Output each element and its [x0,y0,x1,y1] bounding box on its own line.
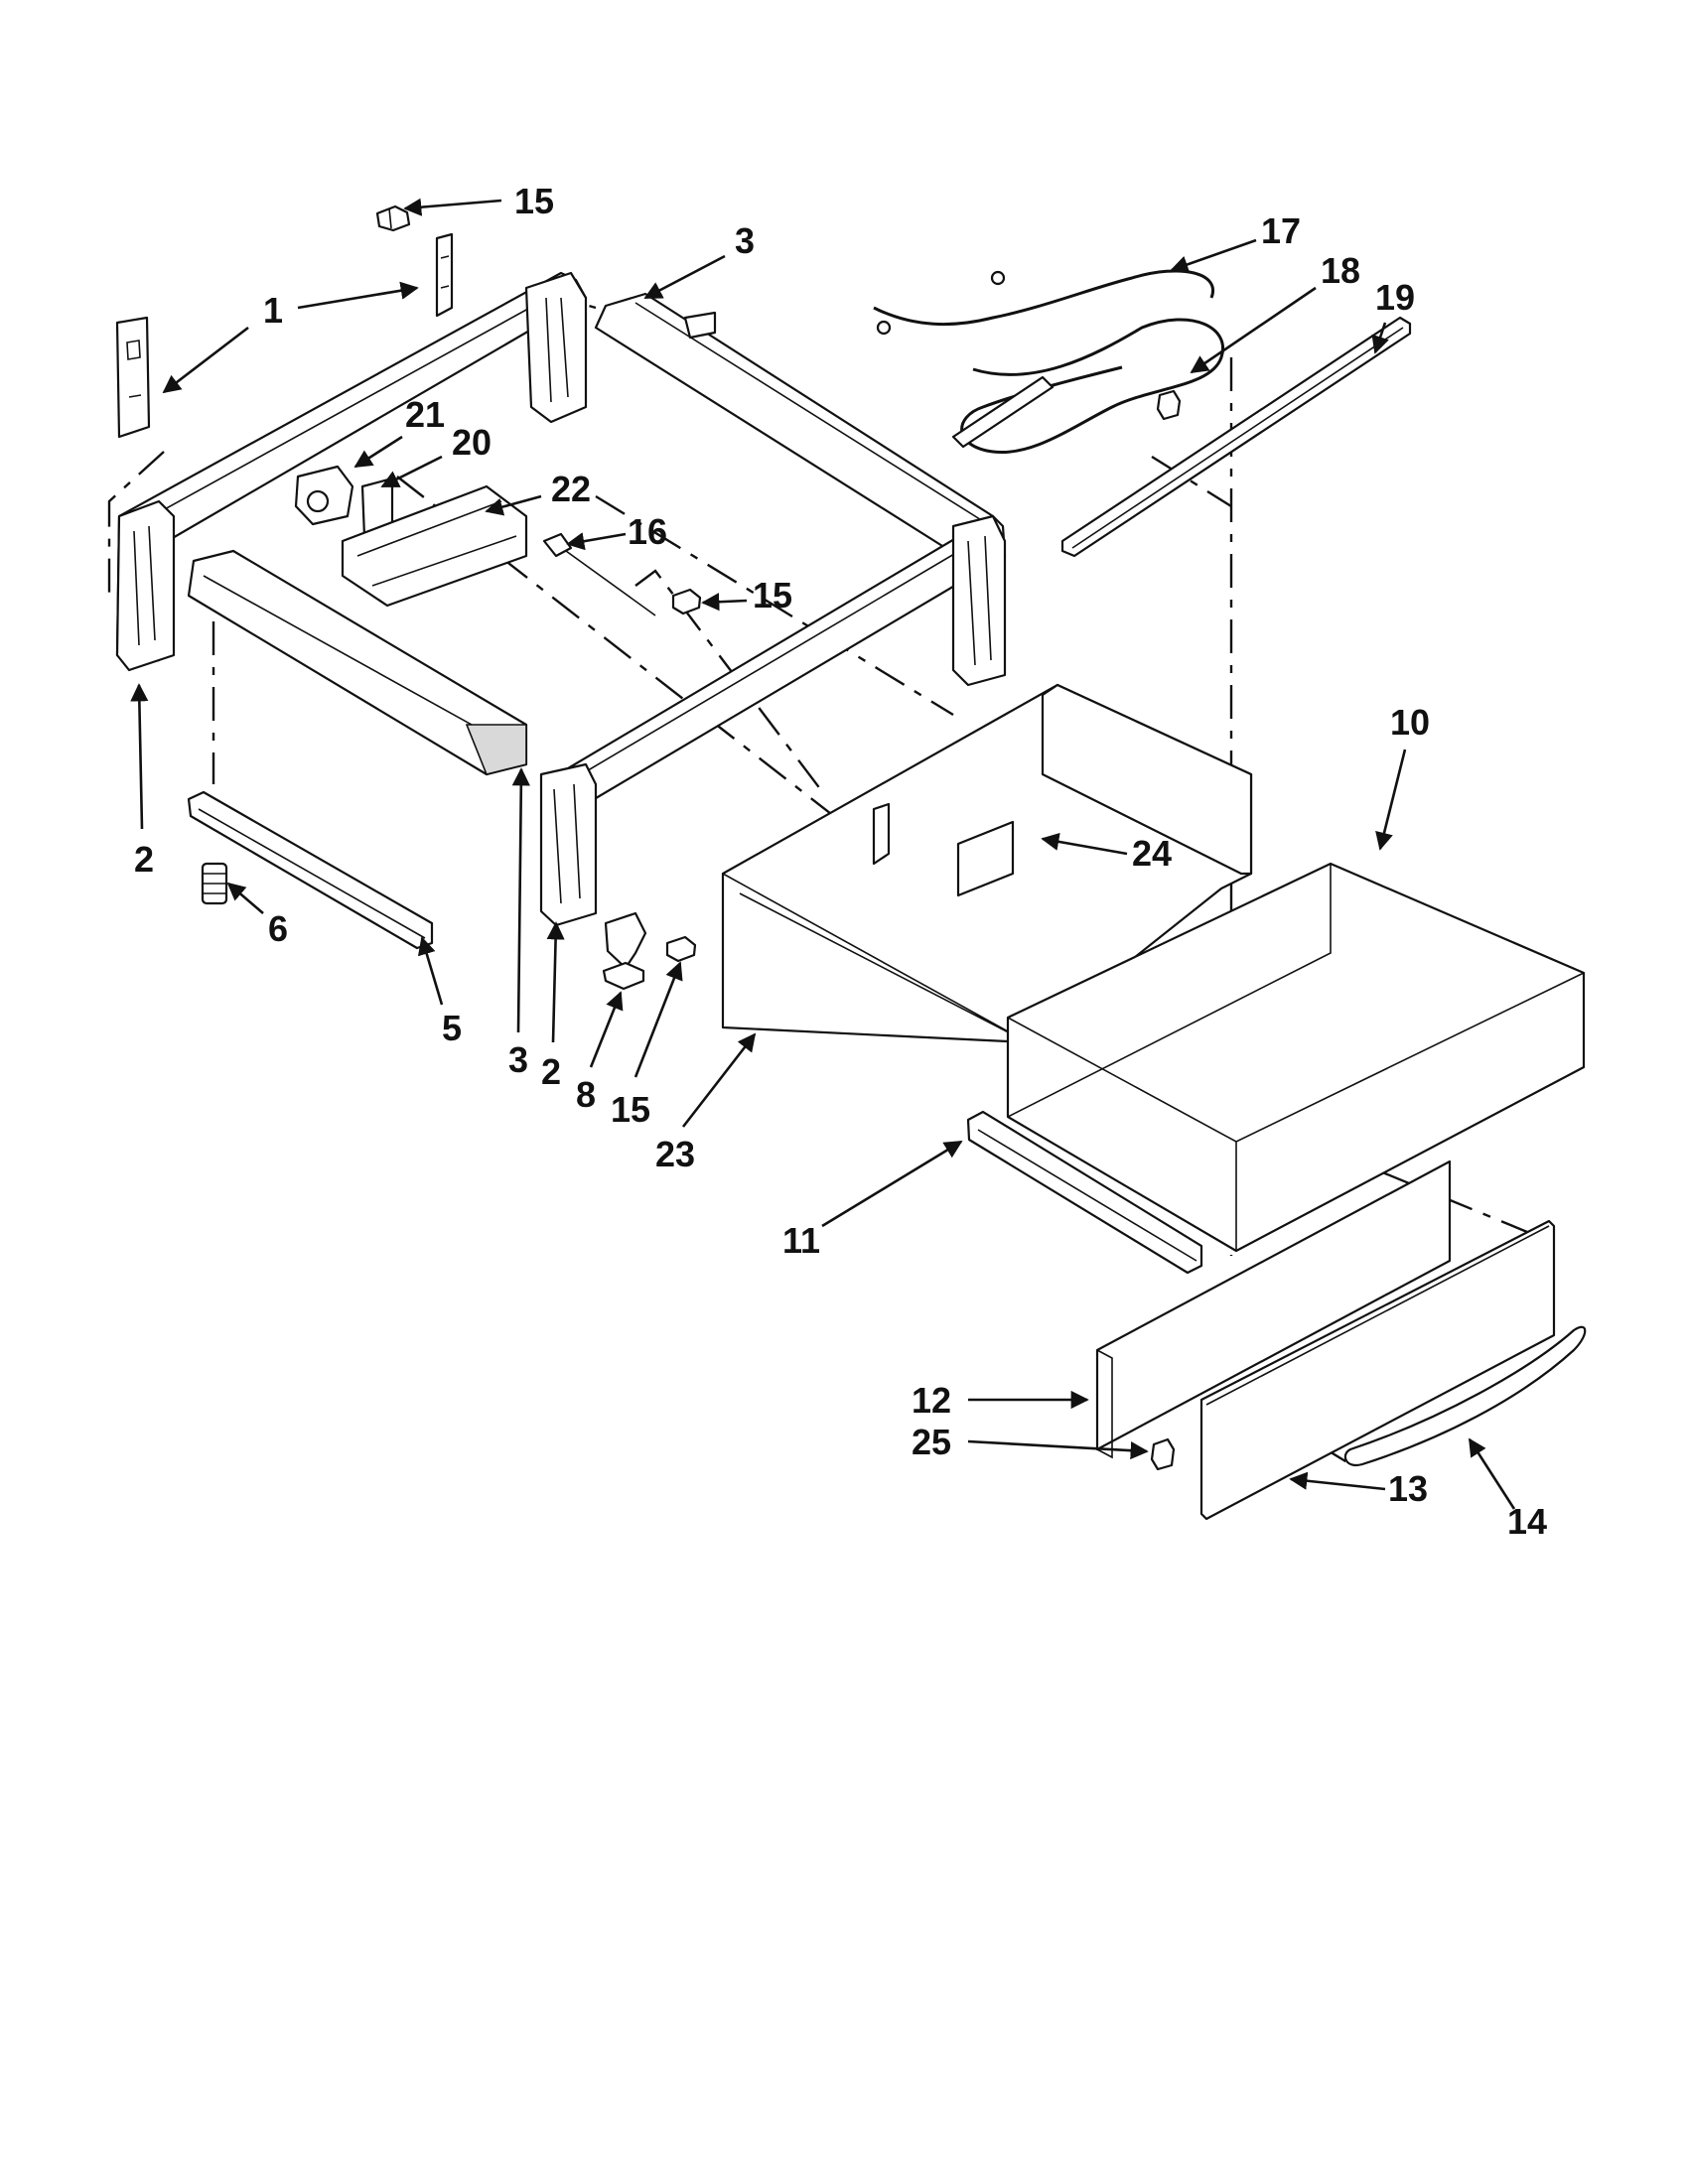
part-24-bracket [956,820,1015,897]
part-15-screw-bottom [665,935,697,963]
part-22-mounting-plate [341,484,528,608]
callout-19: 19 [1375,277,1415,318]
callout-22: 22 [551,469,591,509]
part-2-frame-left [115,271,588,672]
part-1-bracket [115,232,454,439]
callout-14: 14 [1507,1501,1547,1542]
part-19-trim-strip [1060,316,1412,558]
callout-24: 24 [1132,833,1172,874]
callout-16: 16 [628,511,667,552]
part-15-screw-top [375,205,411,232]
callout-12: 12 [912,1380,951,1421]
part-11-drawer-slide [966,1110,1203,1275]
callout-3-bottom: 3 [508,1039,528,1080]
callout-15-mid: 15 [753,575,792,615]
callout-21: 21 [405,394,445,435]
callout-labels: 15 3 17 18 19 1 21 20 22 16 15 10 24 2 6… [134,181,1547,1542]
part-21-valve [294,465,354,526]
part-25-screw [1150,1437,1176,1471]
callout-20: 20 [452,422,492,463]
callout-13: 13 [1388,1468,1428,1509]
callout-3-top: 3 [735,220,755,261]
callout-23: 23 [655,1134,695,1174]
part-8-leveling-bracket [602,911,647,991]
part-17-bake-element [873,269,1224,455]
callout-2-bottom: 2 [541,1051,561,1092]
part-6-leveling-leg [201,862,228,905]
callout-11: 11 [782,1220,820,1261]
callout-leaders [130,198,1516,1510]
callout-2-left: 2 [134,839,154,880]
part-3-front-rail [187,549,528,776]
callout-18: 18 [1321,250,1360,291]
part-14-handle [1343,1325,1587,1467]
callout-15-top: 15 [514,181,554,221]
part-13-front-panel [1199,1219,1556,1521]
part-2-frame-right [539,514,1007,927]
part-18-screw [1156,389,1182,421]
callout-25: 25 [912,1422,951,1462]
callout-6: 6 [268,908,288,949]
callout-5: 5 [442,1008,462,1048]
callout-15-bottom: 15 [611,1089,650,1130]
callout-17: 17 [1261,210,1301,251]
part-16-igniter [542,532,656,616]
part-12-drawer-panel [1095,1160,1452,1459]
part-10-drawer-box [1006,862,1586,1253]
part-15-screw-mid [671,588,702,615]
callout-8: 8 [576,1074,596,1115]
callout-10: 10 [1390,702,1430,743]
callout-1: 1 [263,290,283,331]
